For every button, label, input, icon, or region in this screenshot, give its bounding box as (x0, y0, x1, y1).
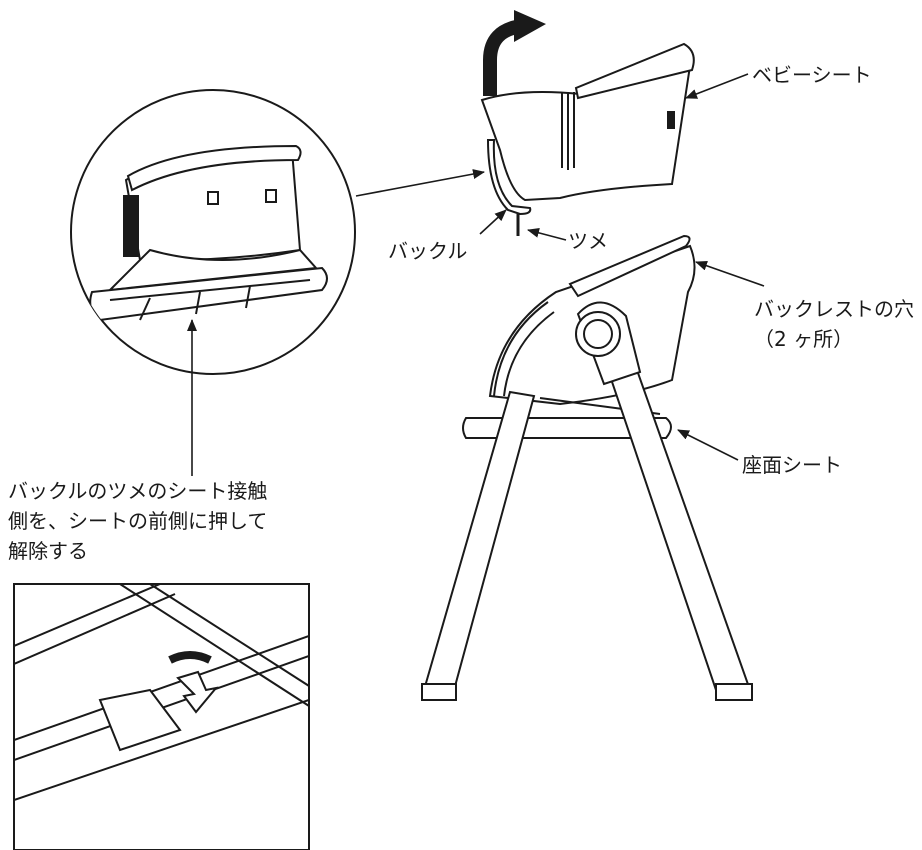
backrest-hole-label: バックレストの穴 (754, 297, 914, 321)
instruction-line-2: 側を、シートの前側に押して (8, 509, 268, 533)
backrest-hole-count-label: （2 ヶ所） (754, 327, 854, 351)
lift-arrow (483, 10, 546, 96)
instruction-line-3: 解除する (8, 539, 88, 563)
detail-circle (70, 89, 356, 375)
buckle-label: バックル (388, 239, 468, 263)
baby-seat-drawing (480, 42, 695, 236)
leader-lines (187, 73, 765, 476)
buckle-part (486, 139, 532, 216)
instruction-line-1: バックルのツメのシート接触 (8, 479, 268, 503)
seat-surface-label: 座面シート (742, 453, 842, 477)
detail-inset (13, 583, 310, 850)
claw-label: ツメ (568, 229, 608, 253)
chair-drawing (421, 234, 753, 701)
release-instruction: バックルのツメのシート接触 側を、シートの前側に押して 解除する (8, 476, 328, 566)
baby-seat-label: ベビーシート (752, 63, 872, 87)
